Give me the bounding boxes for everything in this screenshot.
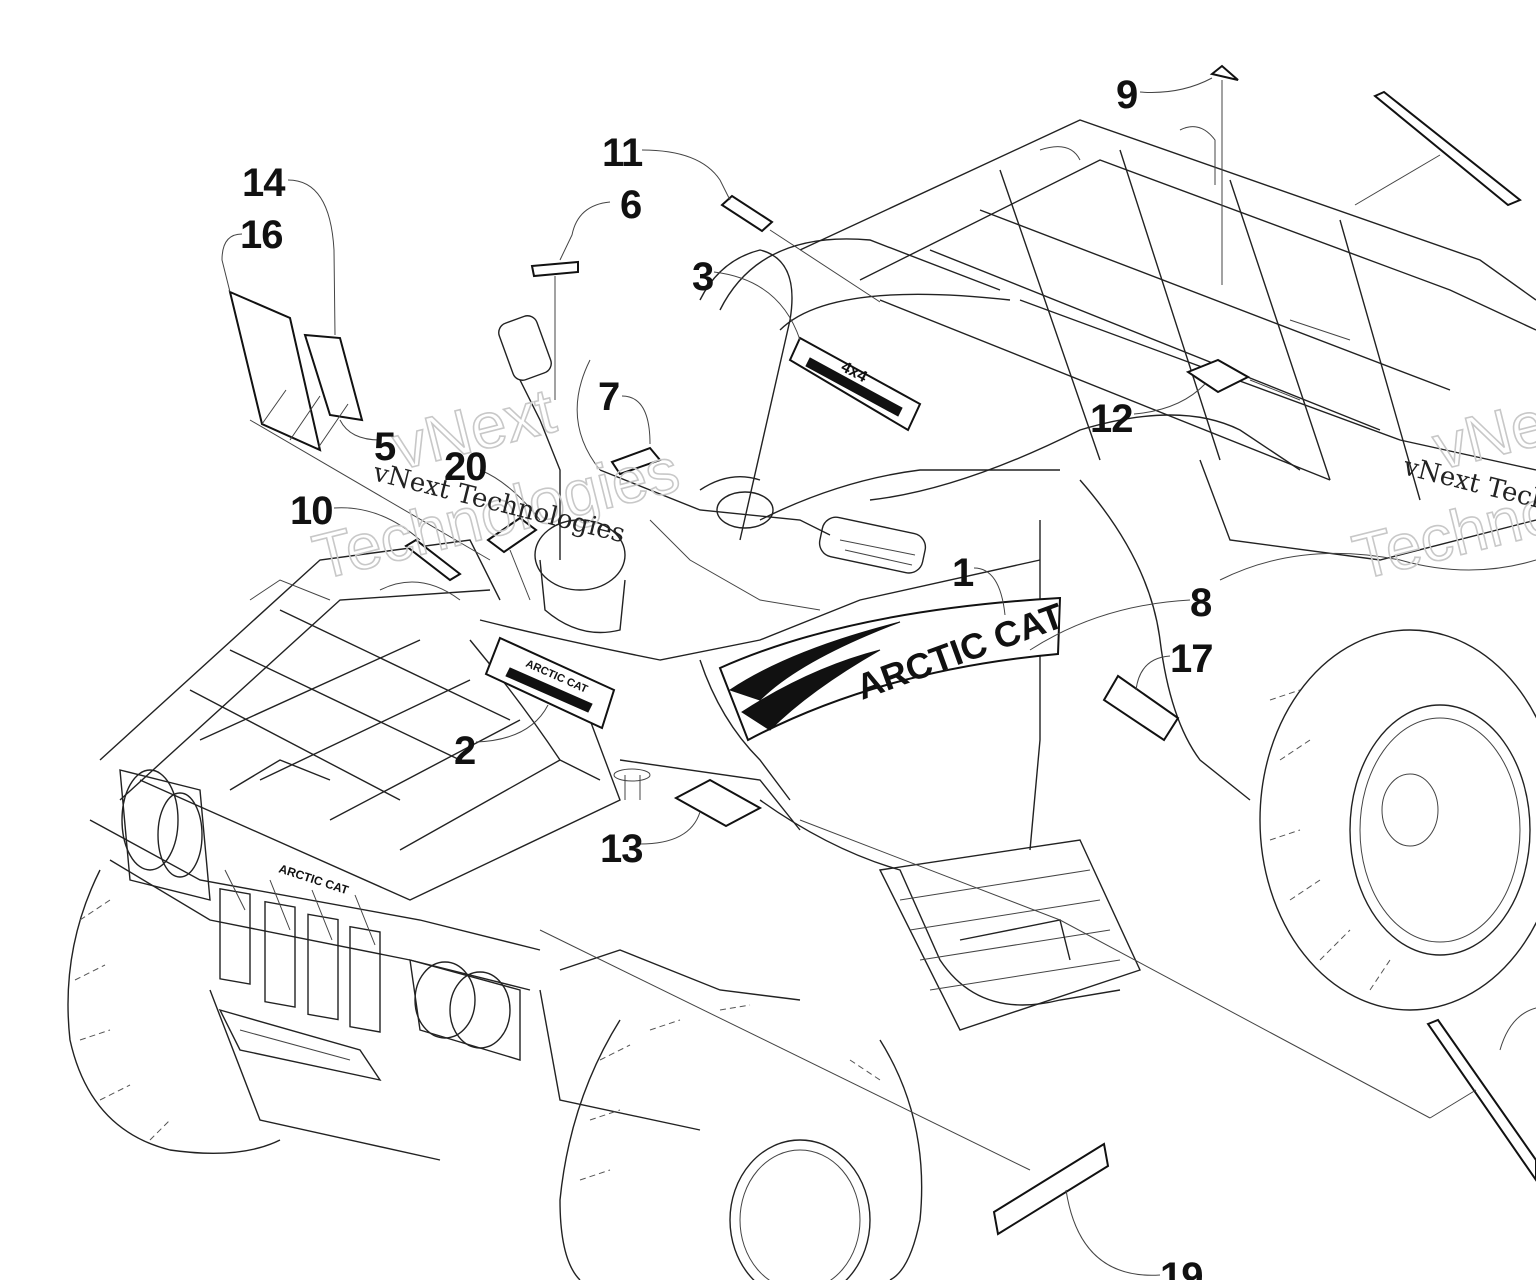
- callout-2: 2: [454, 729, 475, 773]
- callout-16: 16: [240, 213, 283, 257]
- decal-11: [720, 194, 774, 233]
- rear-wheel: [1259, 629, 1536, 1011]
- callout-1: 1: [952, 551, 974, 595]
- decal-16-panel: [228, 290, 322, 452]
- decal-7: [610, 446, 662, 476]
- callout-11: 11: [602, 131, 643, 175]
- watermark: vNext Technologies vNext Technologies vN…: [305, 373, 1536, 594]
- seat-fender: [719, 238, 1536, 851]
- grille: [219, 869, 381, 1033]
- callout-17: 17: [1170, 637, 1213, 681]
- decal-right-top: [1373, 90, 1522, 207]
- callout-7: 7: [598, 375, 619, 419]
- decal-3-stripe: [805, 357, 903, 417]
- callout-10: 10: [290, 489, 333, 533]
- leader-lines: [221, 77, 1431, 1276]
- callout-9: 9: [1116, 73, 1137, 117]
- callout-8: 8: [1190, 581, 1212, 625]
- decal-17: [1102, 674, 1180, 742]
- decal-10: [404, 538, 462, 582]
- callout-3: 3: [692, 255, 713, 299]
- grille-logo: ARCTIC CAT: [277, 862, 351, 898]
- decal-9: [1209, 64, 1239, 81]
- decals: 4x4 ARCTIC CAT ARCTIC CAT: [228, 64, 1536, 1236]
- decal-20: [486, 516, 538, 554]
- front-rack: [99, 539, 621, 901]
- handlebar: [498, 249, 927, 634]
- callout-5: 5: [374, 425, 396, 469]
- decal-19: [992, 1142, 1110, 1236]
- callout-12: 12: [1090, 397, 1133, 441]
- callout-20: 20: [444, 445, 487, 489]
- decal-12: [1185, 358, 1251, 394]
- callout-14: 14: [242, 161, 286, 205]
- front-right-wheel: [559, 1004, 923, 1280]
- decal-13: [673, 778, 763, 828]
- footrest: [878, 839, 1141, 1031]
- rear-rack: [799, 119, 1536, 561]
- decal-2-plate: ARCTIC CAT: [484, 636, 616, 730]
- callout-19: 19: [1160, 1255, 1203, 1280]
- callout-6: 6: [620, 183, 641, 227]
- callouts: 1 2 3 5 6 7 8 9 10 11 12 13 14 16 17 19 …: [240, 73, 1214, 1280]
- front-body: [469, 559, 1121, 1131]
- front-end: ARCTIC CAT: [89, 769, 541, 1161]
- decal-14-panel: [303, 333, 364, 422]
- front-left-wheel: [67, 869, 281, 1155]
- atv-line-art: ARCTIC CAT: [67, 119, 1536, 1280]
- callout-13: 13: [600, 827, 643, 871]
- decal-1-main: ARCTIC CAT: [718, 595, 1069, 742]
- decal-right-lower: [1426, 1018, 1536, 1182]
- decal-6: [530, 260, 579, 278]
